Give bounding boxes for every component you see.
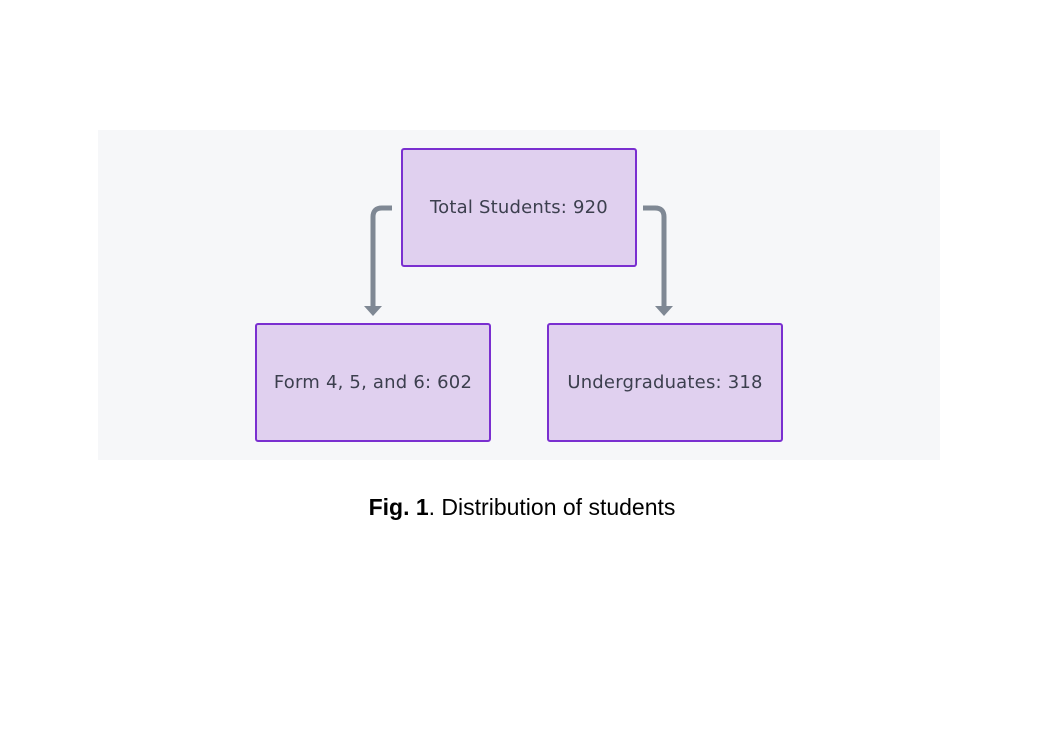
node-form-4-5-6-label: Form 4, 5, and 6: 602 [273,372,473,393]
figure-caption-text: . Distribution of students [428,494,676,520]
node-undergraduates: Undergraduates: 318 [547,323,783,442]
node-undergraduates-label: Undergraduates: 318 [567,372,763,393]
connector-root-to-left [370,205,392,306]
figure-caption-label: Fig. 1 [368,494,429,520]
figure-caption: Fig. 1. Distribution of students [0,494,1044,521]
arrowhead-right [655,306,673,316]
node-total-students: Total Students: 920 [401,148,637,267]
arrowhead-left [364,306,382,316]
connector-root-to-right [643,205,667,306]
node-form-4-5-6: Form 4, 5, and 6: 602 [255,323,491,442]
node-total-students-label: Total Students: 920 [430,197,608,218]
